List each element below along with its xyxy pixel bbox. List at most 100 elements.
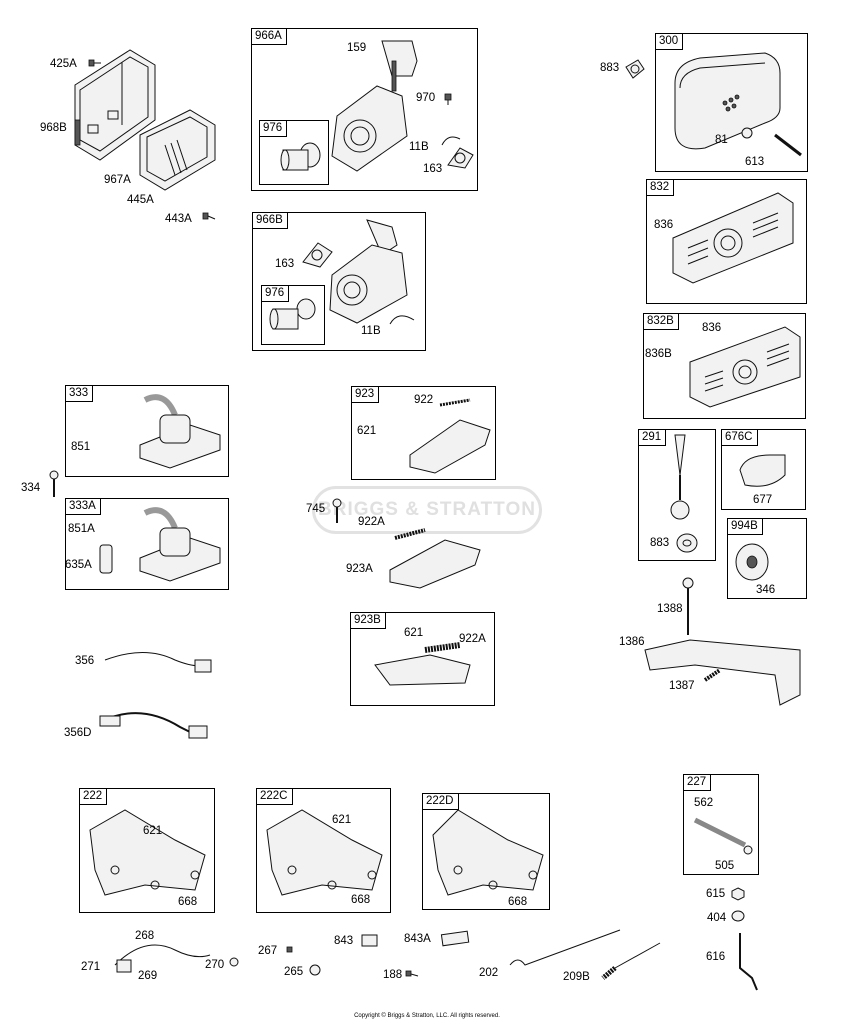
- label-836B: 836B: [645, 348, 672, 360]
- label-613: 613: [745, 156, 765, 168]
- label-445A: 445A: [127, 194, 154, 206]
- label-843: 843: [334, 935, 354, 947]
- box-923B: 923B: [350, 612, 495, 706]
- box-676C-tag: 676C: [722, 430, 758, 446]
- box-966B: 966B 976: [252, 212, 426, 351]
- label-425A: 425A: [50, 58, 77, 70]
- box-994B-tag: 994B: [728, 519, 763, 535]
- muffler-guard-832-drawing: [672, 192, 794, 284]
- box-227-tag: 227: [684, 775, 712, 791]
- part-843-drawing: [361, 934, 378, 947]
- box-300: 300: [655, 33, 808, 172]
- screw-188-drawing: [405, 970, 419, 977]
- label-1386: 1386: [619, 636, 645, 648]
- label-505: 505: [715, 860, 735, 872]
- label-1387: 1387: [669, 680, 695, 692]
- box-222C: 222C: [256, 788, 391, 913]
- link-616-drawing: [739, 933, 758, 991]
- box-923B-tag: 923B: [351, 613, 386, 629]
- box-994B: 994B: [727, 518, 807, 599]
- part-265-drawing: [309, 964, 321, 976]
- box-966A: 966A 976: [251, 28, 478, 191]
- label-851: 851: [71, 441, 91, 453]
- label-265: 265: [284, 966, 304, 978]
- box-222: 222: [79, 788, 215, 913]
- box-333-tag: 333: [66, 386, 94, 402]
- air-filter-drawing: [139, 109, 216, 191]
- box-832B: 832B: [643, 313, 806, 419]
- label-188: 188: [383, 969, 403, 981]
- label-621-a: 621: [357, 425, 377, 437]
- label-883-a: 883: [600, 62, 620, 74]
- control-bracket-923-drawing: [409, 398, 491, 474]
- choke-976-drawing-b: [269, 298, 316, 330]
- control-bracket-923B-drawing: [374, 642, 471, 686]
- label-159: 159: [347, 42, 367, 54]
- box-676C: 676C: [721, 429, 806, 510]
- box-333: 333: [65, 385, 229, 477]
- box-222D: 222D: [422, 793, 550, 910]
- label-11B-a: 11B: [409, 141, 429, 153]
- label-270: 270: [205, 959, 225, 971]
- label-677: 677: [753, 494, 773, 506]
- gasket-883-drawing-b: [676, 533, 698, 553]
- screw-334-drawing: [49, 470, 59, 497]
- label-668-a: 668: [178, 896, 198, 908]
- label-922A-a: 922A: [358, 516, 385, 528]
- box-222C-tag: 222C: [257, 789, 293, 805]
- label-968B: 968B: [40, 122, 67, 134]
- control-bracket-923A-drawing: [389, 528, 481, 589]
- box-291: 291: [638, 429, 716, 561]
- box-966A-976: 976: [259, 120, 329, 185]
- box-832-tag: 832: [647, 180, 675, 196]
- label-81: 81: [715, 134, 728, 146]
- part-843A-drawing: [440, 930, 470, 947]
- wire-356-drawing: [104, 652, 212, 673]
- label-668-c: 668: [508, 896, 528, 908]
- terminal-635A-drawing: [99, 544, 113, 574]
- label-267: 267: [258, 945, 278, 957]
- box-923: 923: [351, 386, 496, 480]
- copyright-text: Copyright © Briggs & Stratton, LLC. All …: [354, 1013, 500, 1019]
- carburetor-966A-drawing: [331, 40, 418, 172]
- label-621-c: 621: [143, 825, 163, 837]
- gasket-163-drawing-b: [302, 242, 333, 268]
- nut-270-drawing: [229, 957, 239, 967]
- gasket-883-drawing-a: [625, 59, 645, 79]
- box-333A-tag: 333A: [66, 499, 101, 515]
- bracket-222C-drawing: [266, 809, 383, 896]
- ignition-armature-333-drawing: [139, 394, 221, 469]
- nut-615-drawing: [731, 887, 745, 901]
- label-668-b: 668: [351, 894, 371, 906]
- link-202-drawing: [509, 929, 621, 966]
- label-616: 616: [706, 951, 726, 963]
- bracket-222D-drawing: [432, 809, 544, 896]
- box-291-tag: 291: [639, 430, 667, 446]
- screw-970-drawing: [444, 93, 452, 105]
- screw-745-drawing: [332, 498, 342, 523]
- washer-404-drawing: [731, 910, 745, 922]
- box-227: 227: [683, 774, 759, 875]
- box-300-tag: 300: [656, 34, 684, 50]
- label-356D: 356D: [64, 727, 92, 739]
- box-966B-tag: 966B: [253, 213, 288, 229]
- label-922: 922: [414, 394, 434, 406]
- label-883-b: 883: [650, 537, 670, 549]
- label-163-b: 163: [275, 258, 295, 270]
- label-967A: 967A: [104, 174, 131, 186]
- carburetor-966B-drawing: [329, 219, 408, 324]
- box-333A: 333A: [65, 498, 229, 590]
- governor-lever-1386-drawing: [644, 577, 801, 706]
- label-635A: 635A: [65, 559, 92, 571]
- label-202: 202: [479, 967, 499, 979]
- label-836-b: 836: [702, 322, 722, 334]
- box-966A-976-tag: 976: [260, 121, 288, 137]
- box-966A-tag: 966A: [252, 29, 287, 45]
- label-922A-b: 922A: [459, 633, 486, 645]
- ignition-armature-333A-drawing: [139, 507, 221, 582]
- box-966B-976-tag: 976: [262, 286, 290, 302]
- label-269: 269: [138, 970, 158, 982]
- label-615: 615: [706, 888, 726, 900]
- pulley-994B-drawing: [735, 543, 769, 581]
- box-222D-tag: 222D: [423, 794, 459, 810]
